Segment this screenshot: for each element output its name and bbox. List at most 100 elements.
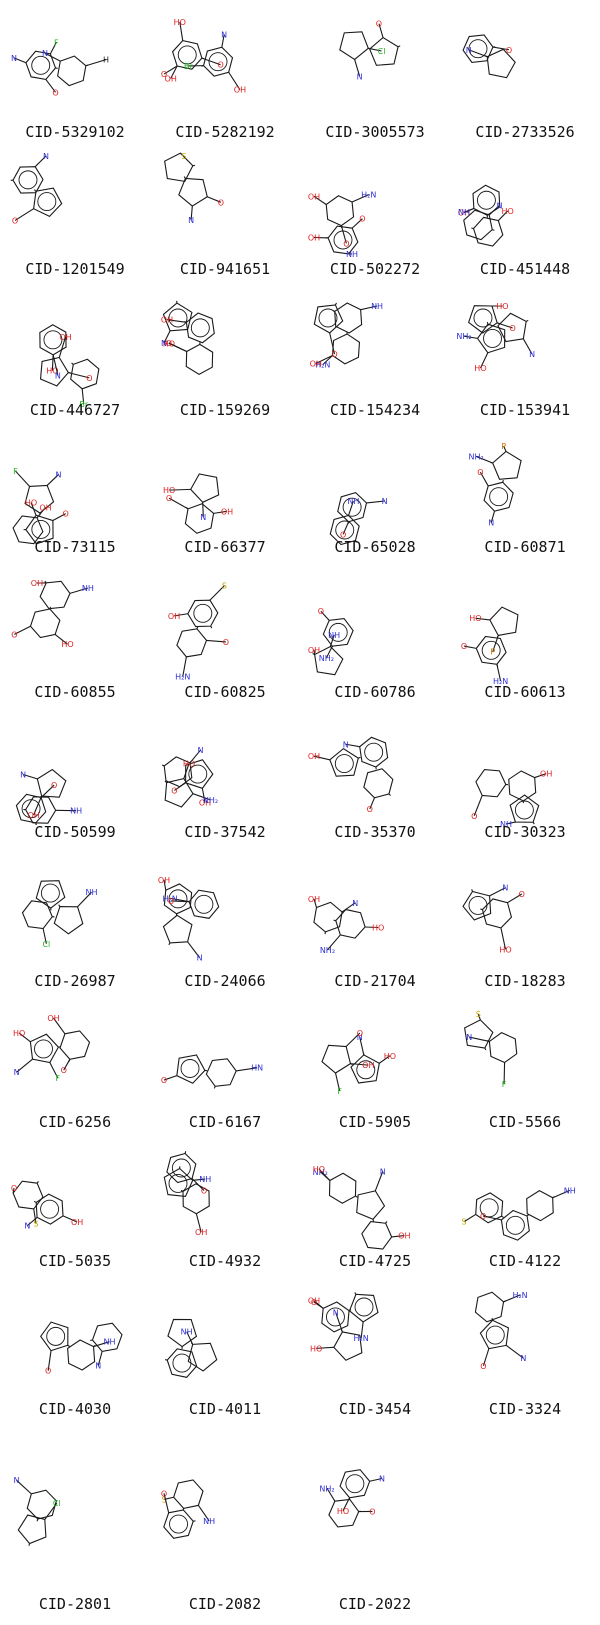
atom-label: Br bbox=[184, 62, 193, 71]
atom-label: H₂N bbox=[163, 894, 178, 903]
atom-label: OH bbox=[310, 359, 322, 368]
atom-label: NH₂ bbox=[319, 654, 334, 663]
atom-label: Cl bbox=[42, 940, 50, 949]
atom-label: OH bbox=[165, 74, 177, 83]
atom-label: N bbox=[200, 513, 206, 522]
atom-label: O bbox=[343, 239, 349, 248]
atom-label: HO bbox=[372, 923, 384, 932]
compound-id-label: CID-2733526 bbox=[475, 123, 575, 141]
atom-label: H₂N bbox=[493, 677, 508, 686]
atom-label: OH bbox=[308, 752, 320, 761]
atom-label: Cl bbox=[378, 47, 386, 56]
atom-label: Cl bbox=[53, 1499, 61, 1508]
atom-label: NH bbox=[458, 208, 470, 217]
atom-label: N bbox=[379, 1474, 385, 1483]
atom-label: O bbox=[340, 530, 346, 539]
atom-label: N bbox=[14, 1068, 20, 1077]
atom-label: HO bbox=[502, 207, 514, 216]
compound-id-label: CID-6167 bbox=[188, 1113, 262, 1131]
atom-label: NH bbox=[82, 584, 94, 593]
atom-label: O bbox=[359, 215, 365, 224]
atom-label: O bbox=[161, 70, 167, 79]
atom-label: OH bbox=[308, 895, 320, 904]
compound-id-label: CID-5035 bbox=[38, 1252, 112, 1270]
atom-label: O bbox=[318, 607, 324, 616]
atom-label: OH bbox=[540, 770, 552, 779]
atom-label: S bbox=[33, 1219, 38, 1228]
atom-label: NH bbox=[199, 1175, 211, 1184]
atom-label: HO bbox=[313, 1165, 325, 1174]
atom-label: O bbox=[367, 805, 373, 814]
atom-label: OH bbox=[47, 1014, 59, 1023]
atom-label: N bbox=[56, 470, 62, 479]
atom-label: O bbox=[52, 88, 58, 97]
atom-label: HO bbox=[25, 499, 37, 508]
compound-id-label: CID-30323 bbox=[484, 823, 566, 841]
atom-label: OH bbox=[31, 579, 43, 588]
atom-label: OH bbox=[168, 612, 180, 621]
compound-id-label: CID-1201549 bbox=[25, 260, 125, 278]
atom-label: NH₂ bbox=[203, 796, 218, 805]
atom-label: N bbox=[95, 1361, 101, 1370]
atom-label: N bbox=[520, 1354, 526, 1363]
atom-label: O bbox=[519, 890, 525, 899]
atom-label: HO bbox=[61, 640, 73, 649]
compound-id-label: CID-451448 bbox=[479, 260, 571, 278]
compound-id-label: CID-4725 bbox=[338, 1252, 412, 1270]
atom-label: NH₂ bbox=[319, 1484, 334, 1493]
atom-label: HO bbox=[174, 18, 186, 27]
atom-label: OH bbox=[27, 811, 39, 820]
compound-id-label: CID-35370 bbox=[334, 823, 416, 841]
atom-label: N bbox=[197, 954, 203, 963]
compound-id-label: CID-37542 bbox=[184, 823, 266, 841]
molecule-svg: OHN bbox=[161, 1054, 263, 1089]
structure-diagram: NH bbox=[156, 1287, 294, 1399]
atom-label: S bbox=[181, 152, 186, 161]
atom-label: HO bbox=[13, 1029, 25, 1038]
atom-label: O bbox=[171, 786, 177, 795]
atom-label: OH bbox=[158, 876, 170, 885]
compound-id-label: CID-153941 bbox=[479, 401, 571, 419]
atom-label: O bbox=[86, 374, 92, 383]
atom-label: N bbox=[496, 201, 502, 210]
atom-label: OH bbox=[161, 316, 173, 325]
atom-label: S bbox=[461, 1218, 466, 1227]
atom-label: O bbox=[166, 494, 172, 503]
